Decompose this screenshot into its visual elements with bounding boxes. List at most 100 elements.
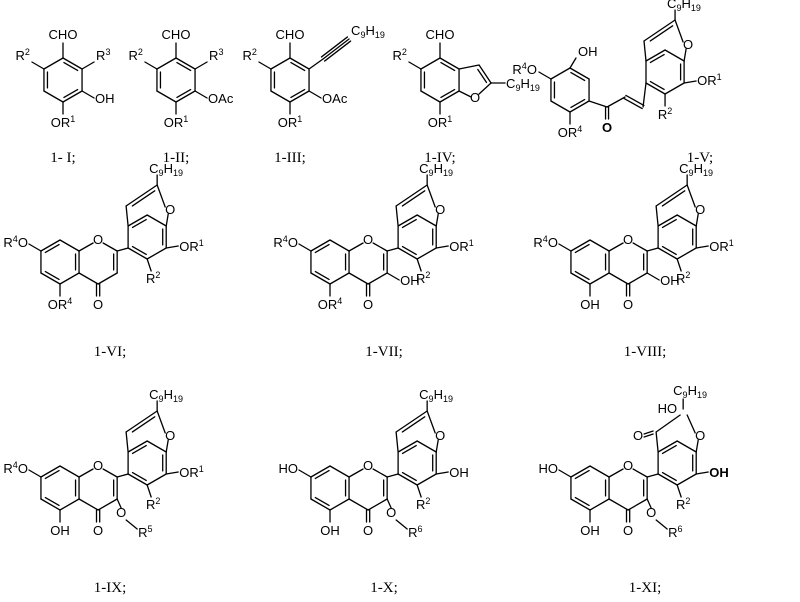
double-bond-inner [440, 61, 456, 72]
furan-oxygen-label: O [435, 428, 445, 443]
ring-a-substituent-label: R4O [3, 460, 28, 476]
ether-substituent-label: R6 [408, 524, 422, 540]
furan-oxygen-label: O [683, 37, 693, 52]
ring-bond [156, 90, 177, 103]
bond [695, 439, 699, 453]
bond [569, 100, 590, 113]
structure-caption: 1-XI; [629, 580, 662, 596]
triple-bond [323, 40, 352, 62]
r2-label: R2 [243, 47, 257, 63]
ring-a-bottom-label: OR4 [318, 296, 343, 312]
ether-substituent-label: R6 [668, 524, 682, 540]
bond [386, 498, 392, 509]
bond [643, 19, 676, 42]
or4-label: OR4 [558, 124, 583, 140]
bond [31, 61, 45, 70]
double-bond-inner [44, 469, 60, 480]
ether-oxygen-label: O [646, 505, 656, 520]
bond [695, 213, 699, 227]
bond [156, 410, 166, 434]
double-bond-inner [574, 243, 590, 254]
oac-label: OAc [322, 91, 348, 106]
bond [97, 498, 118, 511]
bond [646, 247, 659, 252]
bond [538, 71, 552, 80]
furan-oxygen-label: O [165, 428, 175, 443]
double-bond-inner [401, 190, 426, 207]
double-bond-inner [401, 444, 417, 455]
bond [646, 498, 652, 509]
pyranone-oxygen-label: O [93, 458, 103, 473]
bond [608, 272, 629, 285]
furan-oxygen-label: O [695, 202, 705, 217]
bond [632, 242, 648, 252]
carbonyl-oxygen-label: O [93, 297, 103, 312]
double-bond-inner [131, 218, 147, 229]
bond [395, 519, 408, 530]
bond [439, 57, 460, 70]
bond [646, 473, 659, 478]
carbonyl-oxygen-label: O [363, 297, 373, 312]
pyranone-oxygen-label: O [363, 232, 373, 247]
bond [165, 213, 169, 227]
r2-label: R2 [676, 270, 690, 286]
furan-oxygen-label: O [435, 202, 445, 217]
bond [655, 519, 668, 530]
bond [478, 82, 492, 95]
double-bond-inner [44, 496, 60, 507]
structure-caption: 1-III; [274, 150, 306, 166]
double-bond-inner [176, 88, 192, 99]
double-bond-inner [290, 61, 306, 72]
ether-oxygen-label: O [386, 505, 396, 520]
ring-bond [416, 473, 437, 486]
ring-a-bottom-label: OR4 [48, 296, 73, 312]
bond [695, 245, 709, 249]
ring-bond [416, 247, 437, 260]
bond [426, 410, 436, 434]
carbonyl-oxygen-label: O [363, 523, 373, 538]
alkyl-chain-label: C9H19 [667, 0, 701, 13]
bond [348, 498, 369, 511]
ring-bond [550, 67, 571, 80]
ether-oxygen-label: O [116, 505, 126, 520]
or1-label: OR1 [164, 114, 189, 130]
bond [367, 498, 388, 511]
ring-a-bottom-label: OH [580, 297, 600, 312]
bond [683, 48, 687, 62]
or1-label: OR1 [179, 464, 204, 480]
bond [408, 61, 422, 70]
bond [258, 61, 272, 70]
ring-a-bottom-label: OH [320, 523, 340, 538]
ring-bond [146, 214, 167, 227]
structure-caption: 1- I; [50, 150, 75, 166]
double-bond-inner [649, 53, 665, 64]
ring-bond [589, 498, 610, 511]
double-bond-inner [570, 98, 586, 109]
bond [416, 484, 422, 498]
bond [439, 90, 460, 103]
structure-caption: 1-VII; [365, 344, 403, 360]
ring-bond [589, 239, 610, 252]
bond [608, 498, 629, 511]
r2-label: R2 [416, 496, 430, 512]
bond [458, 64, 480, 70]
bond [78, 242, 94, 252]
bond [102, 468, 118, 478]
double-bond-inner [176, 61, 192, 72]
bond [435, 471, 449, 475]
bond [386, 272, 400, 281]
bond [156, 184, 166, 208]
bond [165, 245, 179, 249]
double-bond-inner [401, 416, 426, 433]
bond [657, 247, 678, 260]
bond [28, 243, 42, 252]
bond [435, 245, 449, 249]
bond [125, 184, 158, 207]
bond [657, 440, 678, 453]
r4o-label: R4O [512, 61, 537, 77]
cho-label: CHO [49, 27, 78, 42]
structure-caption: 1-II; [163, 150, 190, 166]
double-bond [623, 97, 643, 110]
bond [40, 498, 61, 511]
